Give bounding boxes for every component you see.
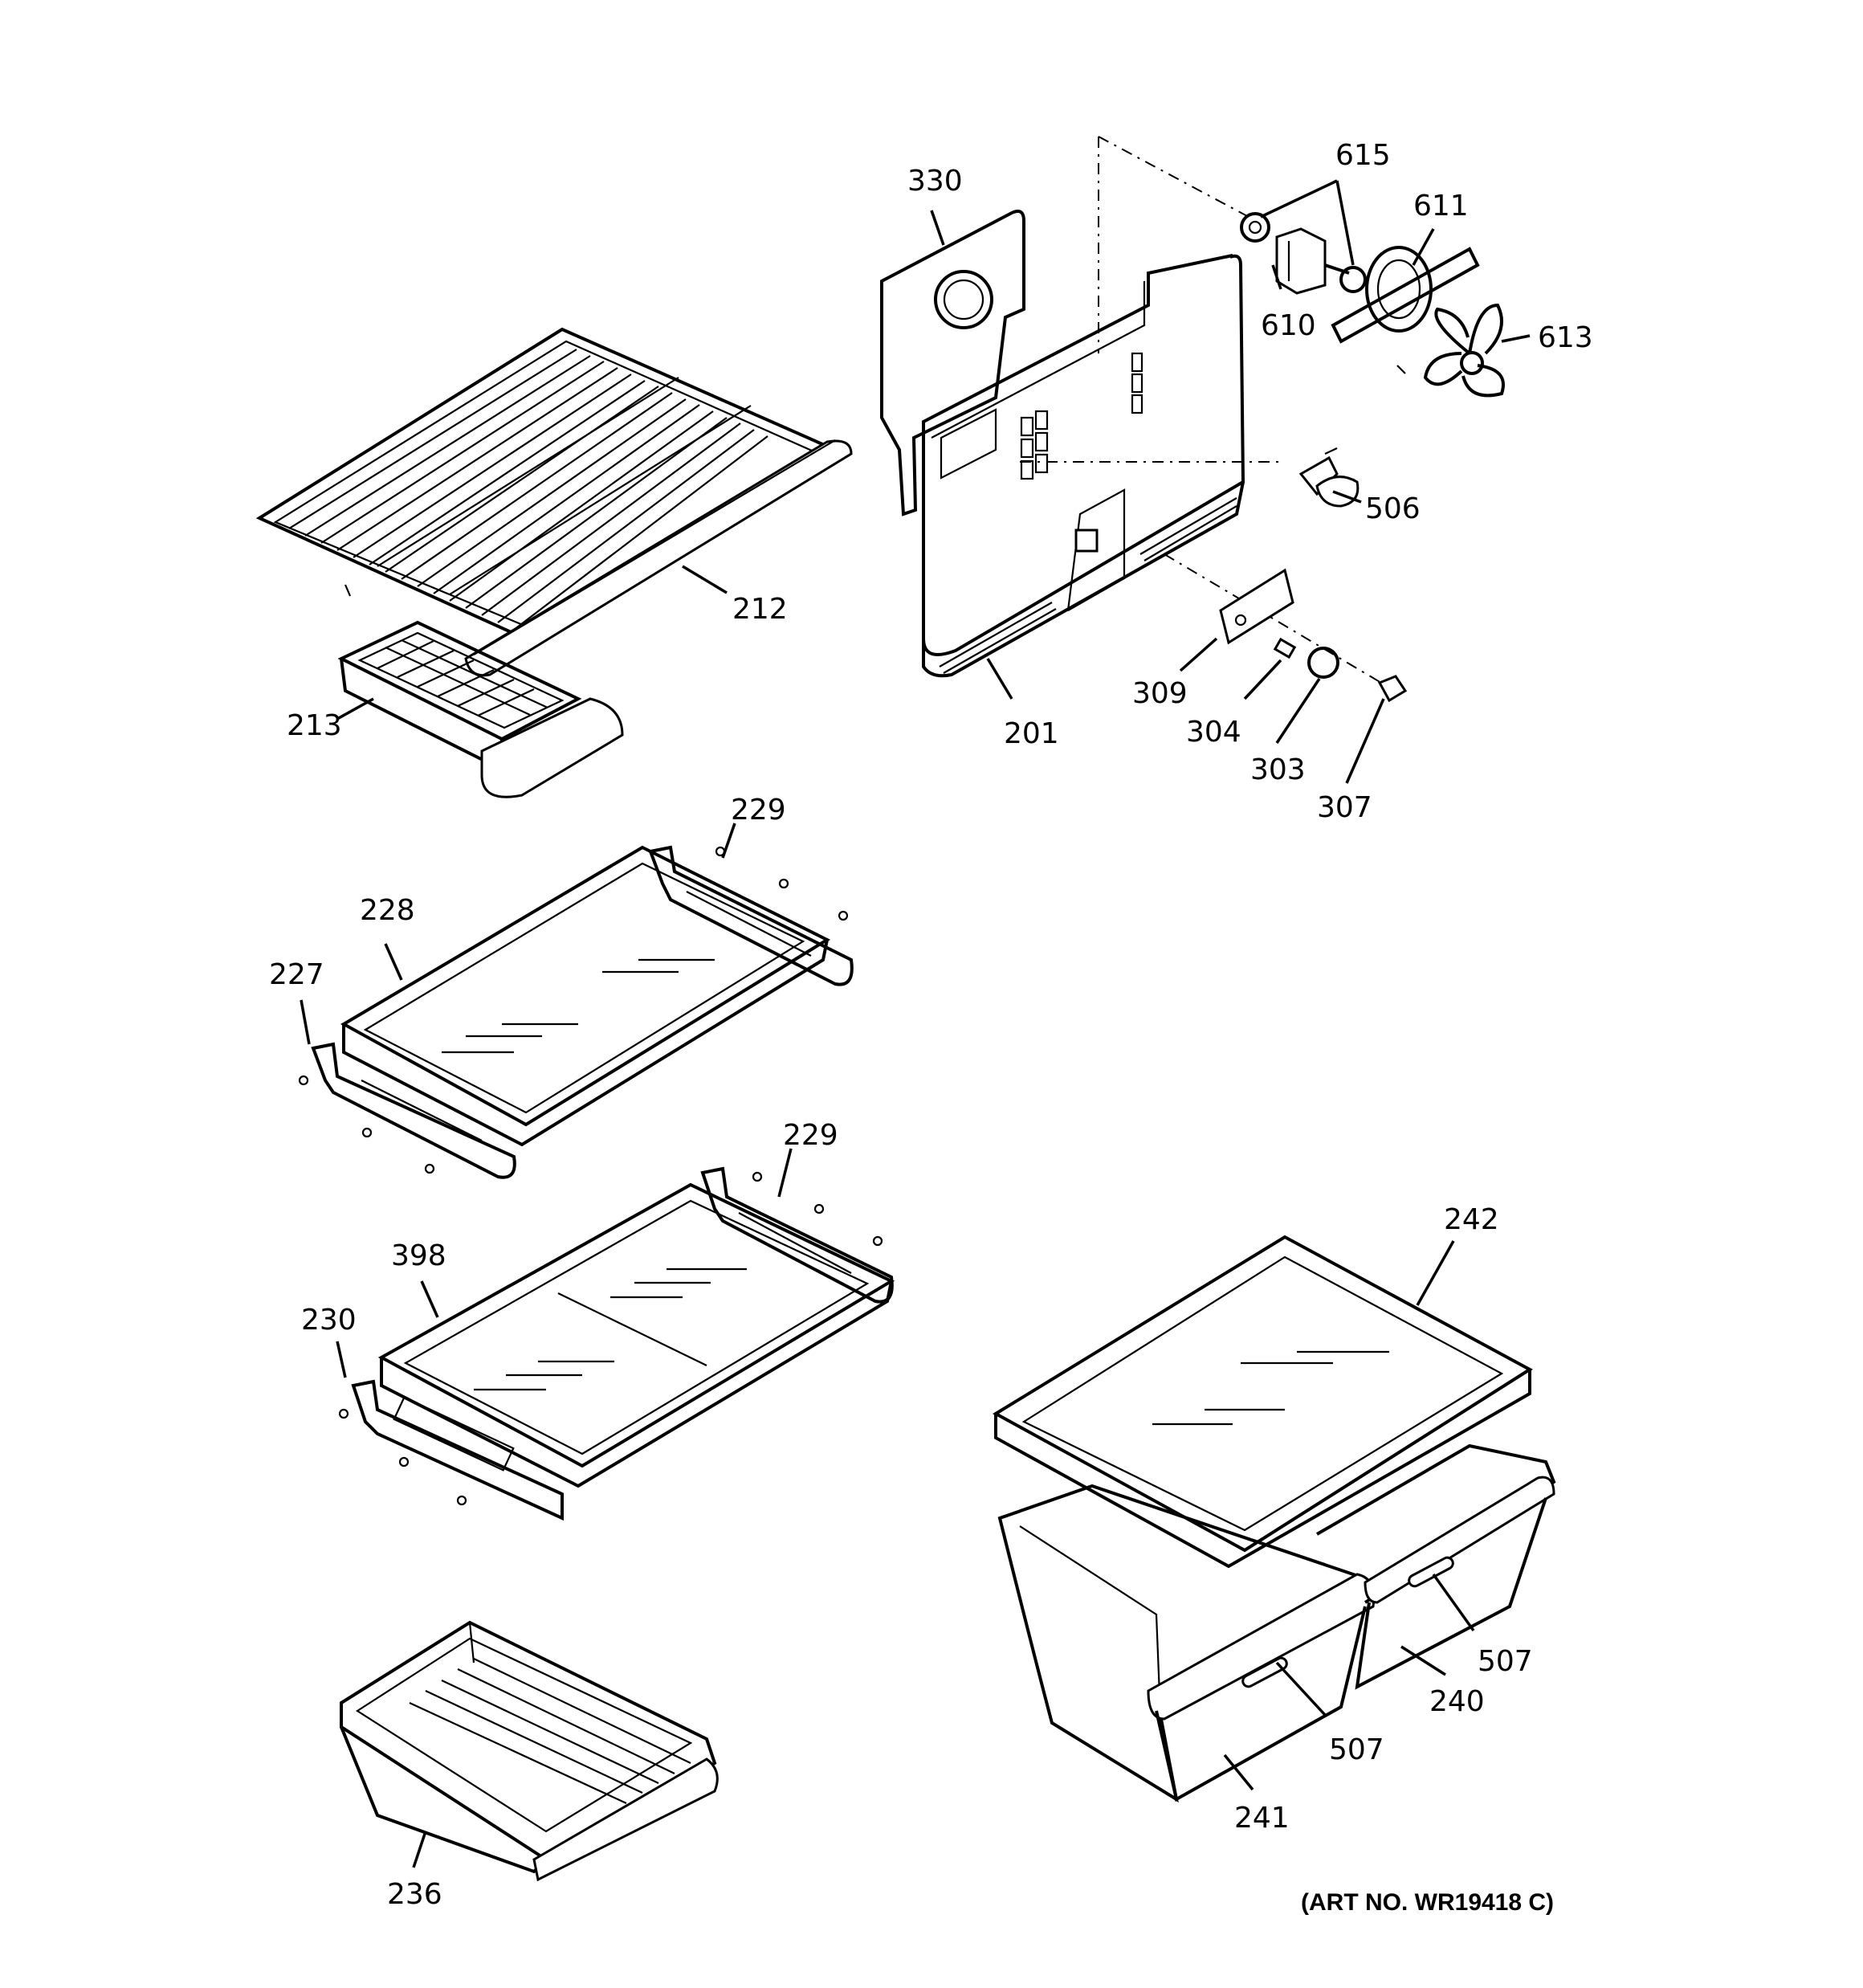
thermostat-parts	[1219, 568, 1408, 703]
label-611: 611	[1413, 190, 1469, 222]
glass-shelf-398	[377, 1182, 895, 1488]
label-507-right: 507	[1478, 1645, 1533, 1678]
part-labels: 330 615 611 610 613 506 212 213 201 309 …	[269, 139, 1593, 1911]
fan-motor-assembly	[1240, 212, 1505, 398]
pan-236	[340, 1620, 719, 1882]
label-307: 307	[1317, 791, 1372, 824]
label-213: 213	[287, 709, 342, 742]
label-506: 506	[1365, 492, 1421, 525]
label-242: 242	[1444, 1203, 1499, 1236]
shelf-rail-229-top	[648, 845, 854, 986]
crisper-cover-242	[993, 1235, 1533, 1569]
crisper-drawer-241	[997, 1484, 1376, 1803]
glass-shelf-228	[340, 845, 831, 1147]
shelf-rail-227	[298, 1042, 516, 1179]
label-303: 303	[1250, 753, 1306, 786]
label-212: 212	[732, 593, 788, 626]
label-227: 227	[269, 958, 324, 991]
shelf-rail-229-lower	[700, 1166, 894, 1304]
evaporator-cover-201	[880, 210, 1245, 678]
label-330: 330	[907, 165, 963, 198]
label-610: 610	[1261, 309, 1316, 342]
crisper-drawer-240	[1315, 1443, 1556, 1690]
shelf-rail-230	[338, 1379, 564, 1521]
light-socket-506	[1298, 447, 1360, 508]
label-230: 230	[301, 1304, 357, 1337]
label-309: 309	[1132, 677, 1188, 710]
label-304: 304	[1186, 716, 1241, 749]
label-507-left: 507	[1329, 1733, 1384, 1766]
assembly-guide-lines	[1020, 136, 1382, 684]
label-201: 201	[1004, 717, 1059, 750]
label-236: 236	[387, 1878, 442, 1911]
leader-lines	[300, 179, 1531, 1868]
label-228: 228	[360, 894, 415, 927]
label-613: 613	[1538, 321, 1593, 354]
label-240: 240	[1429, 1685, 1485, 1718]
label-229-top: 229	[731, 794, 786, 827]
label-241: 241	[1234, 1802, 1290, 1835]
art-number: (ART NO. WR19418 C)	[1301, 1889, 1554, 1916]
wire-shelf-212	[255, 327, 853, 677]
label-398: 398	[391, 1239, 446, 1272]
label-615: 615	[1335, 139, 1391, 172]
ice-tray-213	[337, 620, 624, 798]
label-229-lower: 229	[783, 1119, 838, 1152]
